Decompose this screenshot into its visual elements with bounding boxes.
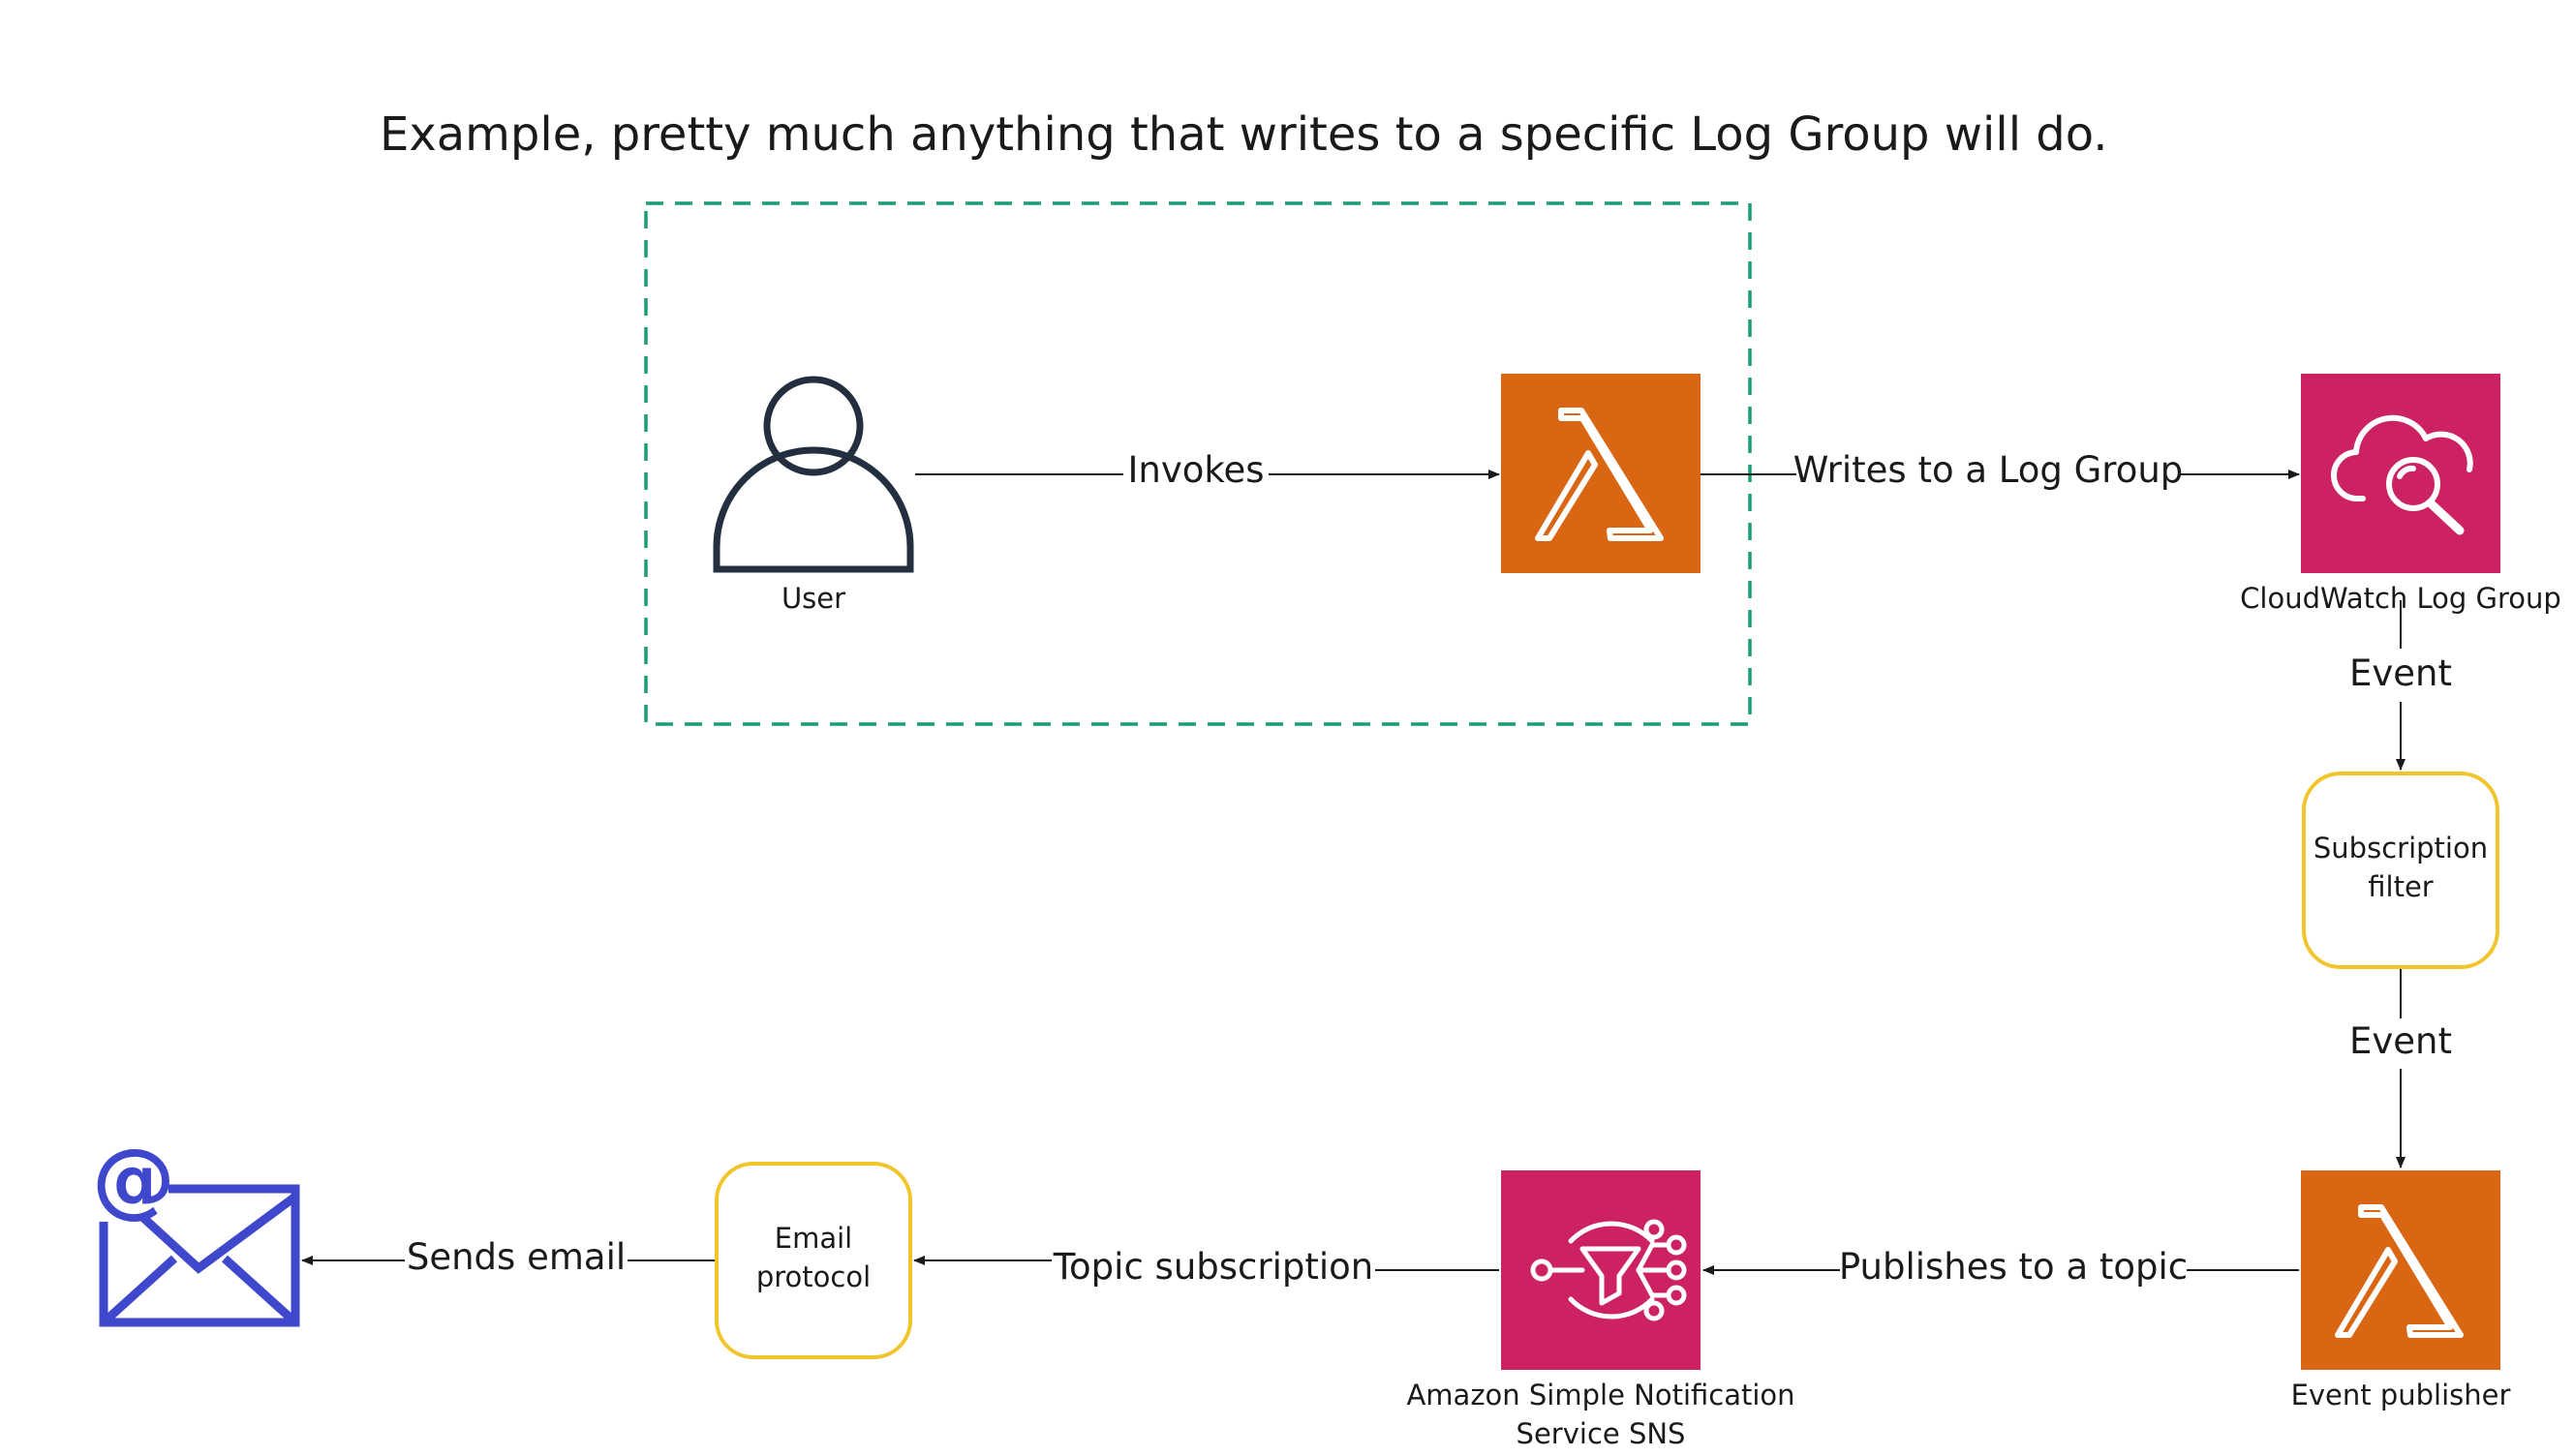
user-node[interactable]: User	[713, 376, 914, 615]
edge-invokes: Invokes	[915, 449, 1500, 491]
sns-label-line2: Service SNS	[1517, 1417, 1686, 1450]
edge-publishes-label: Publishes to a topic	[1839, 1246, 2188, 1288]
event-publisher-label: Event publisher	[2291, 1379, 2511, 1411]
subscription-filter-label-line1: Subscription	[2314, 832, 2488, 864]
edge-writes-label: Writes to a Log Group	[1793, 449, 2184, 491]
sns-icon	[1530, 1219, 1687, 1321]
edge-sends-email-label: Sends email	[407, 1236, 626, 1278]
sns-topic-node[interactable]: Amazon Simple Notification Service SNS	[1406, 1170, 1795, 1450]
email-protocol-node[interactable]: Email protocol	[715, 1162, 912, 1359]
edge-publishes: Publishes to a topic	[1702, 1246, 2299, 1288]
subscription-filter-label-line2: filter	[2368, 870, 2434, 903]
lambda-icon	[2335, 1204, 2464, 1338]
lambda-icon	[1535, 408, 1664, 541]
edge-sends-email: Sends email	[301, 1236, 715, 1278]
cloudwatch-icon	[2331, 414, 2473, 535]
user-label: User	[781, 582, 845, 615]
edge-event-2: Event	[2349, 969, 2452, 1168]
sns-label-line1: Amazon Simple Notification	[1406, 1379, 1794, 1411]
edge-topic-subscription-label: Topic subscription	[1053, 1246, 1374, 1288]
edge-event-2-label: Event	[2349, 1020, 2452, 1062]
edge-topic-subscription: Topic subscription	[913, 1246, 1499, 1288]
dashed-group-boundary	[644, 201, 1752, 726]
email-icon[interactable]: @	[92, 1131, 300, 1327]
edge-event-1-label: Event	[2349, 652, 2452, 694]
edge-invokes-label: Invokes	[1127, 449, 1264, 491]
edge-event-1: Event	[2349, 600, 2452, 771]
email-protocol-label-line1: Email	[775, 1222, 852, 1255]
user-icon	[713, 376, 914, 573]
edge-writes: Writes to a Log Group	[1701, 449, 2300, 491]
cloudwatch-log-group-node[interactable]: CloudWatch Log Group	[2240, 374, 2561, 615]
event-publisher-node[interactable]: Event publisher	[2291, 1170, 2511, 1411]
lambda-function-node[interactable]	[1501, 374, 1701, 573]
subscription-filter-node[interactable]: Subscription filter	[2302, 772, 2499, 969]
email-protocol-label-line2: protocol	[756, 1260, 871, 1293]
at-sign-glyph: @	[92, 1131, 175, 1228]
diagram-title: Example, pretty much anything that write…	[380, 107, 2108, 162]
